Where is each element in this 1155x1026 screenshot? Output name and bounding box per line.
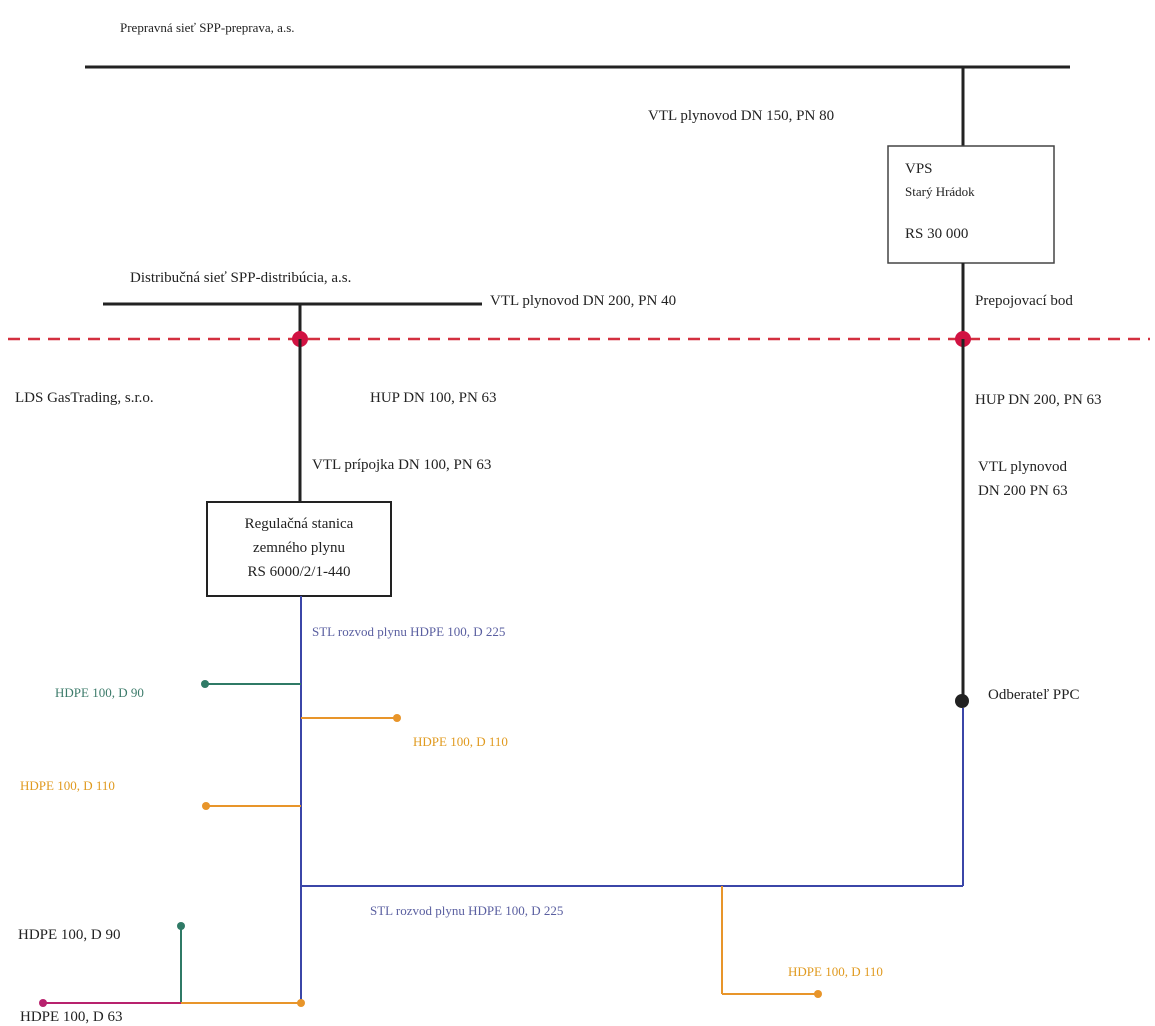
hdpe-d90-bottom-label: HDPE 100, D 90: [18, 927, 121, 943]
vtl-dn200-pn63-label-line2: DN 200 PN 63: [978, 483, 1068, 499]
hdpe-d63-label: HDPE 100, D 63: [20, 1009, 123, 1025]
distribution-network-label: Distribučná sieť SPP-distribúcia, a.s.: [130, 270, 351, 286]
consumer-ppc-point: [955, 694, 969, 708]
regulation-station-box: [206, 501, 392, 597]
hup-dn100-label: HUP DN 100, PN 63: [370, 390, 497, 406]
hdpe-d110-bottom-end: [814, 990, 822, 998]
hdpe-d90-top-end: [201, 680, 209, 688]
vtl-dn150-label: VTL plynovod DN 150, PN 80: [648, 108, 834, 124]
hdpe-d110-right-end: [393, 714, 401, 722]
vps-location: Starý Hrádok: [905, 184, 975, 199]
stl-bottom-label: STL rozvod plynu HDPE 100, D 225: [370, 903, 563, 918]
stl-top-label: STL rozvod plynu HDPE 100, D 225: [312, 624, 505, 639]
hdpe-d110-right-label: HDPE 100, D 110: [413, 734, 508, 749]
regulation-station-line2: zemného plynu: [253, 540, 346, 556]
consumer-ppc-label: Odberateľ PPC: [988, 687, 1080, 703]
regulation-station-line1: Regulačná stanica: [245, 516, 354, 532]
stl-main-bottom-end: [297, 999, 305, 1007]
vtl-pripojka-label: VTL prípojka DN 100, PN 63: [312, 457, 491, 473]
hdpe-d110-left-label: HDPE 100, D 110: [20, 778, 115, 793]
interconnection-point-label: Prepojovací bod: [975, 293, 1073, 309]
vps-title: VPS: [905, 161, 933, 177]
transport-network-label: Prepravná sieť SPP-preprava, a.s.: [120, 20, 295, 35]
hdpe-d110-bottom-label: HDPE 100, D 110: [788, 964, 883, 979]
vps-rs: RS 30 000: [905, 226, 968, 242]
vtl-dn200-pn63-label-line1: VTL plynovod: [978, 459, 1068, 475]
hdpe-d90-top-label: HDPE 100, D 90: [55, 685, 144, 700]
lds-name-label: LDS GasTrading, s.r.o.: [15, 390, 154, 406]
regulation-station-line3: RS 6000/2/1-440: [248, 564, 351, 580]
hdpe-d63-end: [39, 999, 47, 1007]
vps-box: [887, 145, 1055, 264]
hdpe-d110-left-end: [202, 802, 210, 810]
hdpe-d90-bottom-end: [177, 922, 185, 930]
vtl-dn200-pn40-label: VTL plynovod DN 200, PN 40: [490, 293, 676, 309]
hup-dn200-label: HUP DN 200, PN 63: [975, 392, 1102, 408]
